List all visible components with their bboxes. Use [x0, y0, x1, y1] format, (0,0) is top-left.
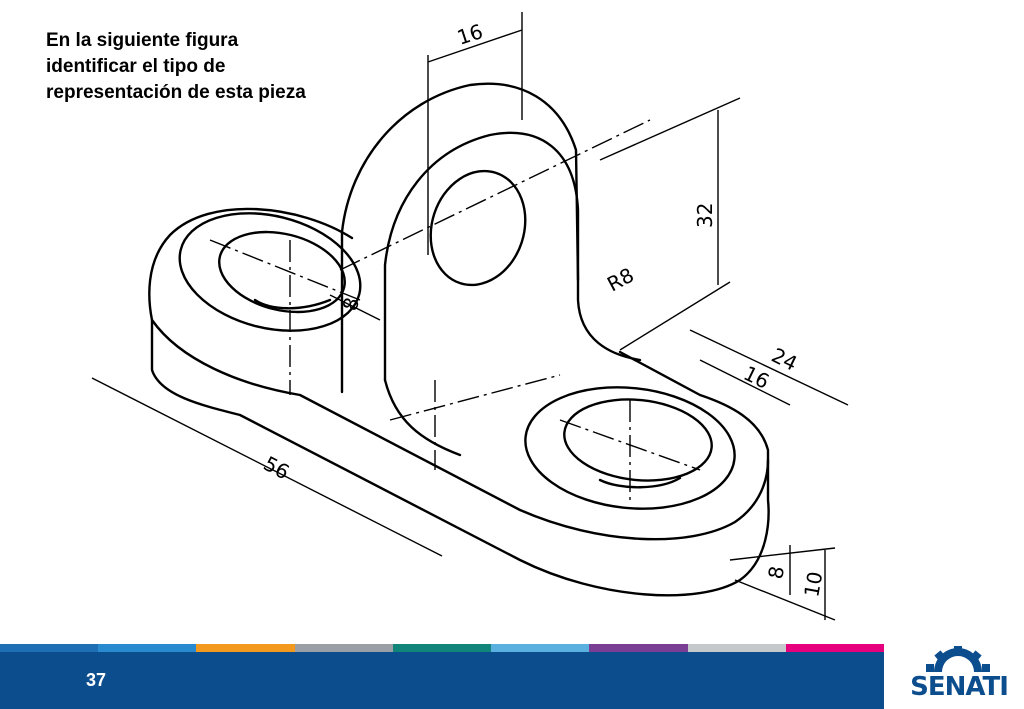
isometric-drawing: 16 32 R8 8 56 24 16 8 10 [91, 12, 849, 621]
web-centerline [389, 374, 561, 421]
dim-16-right-line [699, 359, 791, 406]
dim-8-web: 8 [338, 295, 364, 314]
dim-24: 24 [768, 343, 801, 376]
left-boss-inner [218, 230, 346, 314]
stripe-4 [294, 644, 393, 652]
stripe-6 [491, 644, 590, 652]
right-boss-outer [524, 386, 736, 510]
dim-8-web-line [329, 294, 381, 321]
left-boss-centerline-a [209, 239, 361, 301]
stripe-1 [0, 644, 99, 652]
upright-lug-back [340, 82, 580, 282]
dim-16-top-line [427, 29, 523, 63]
dim-ext-bottom-2 [734, 579, 836, 621]
stripe-9 [785, 644, 884, 652]
dim-32-ext-a [599, 97, 741, 161]
senati-gear-icon [926, 646, 990, 672]
left-hole-lower [253, 298, 332, 310]
base-plate-outline [148, 207, 770, 597]
upright-lug-front [383, 131, 642, 382]
slide-prompt: En la siguiente figura identificar el ti… [46, 28, 346, 106]
right-boss-inner [563, 398, 713, 482]
stripe-8 [687, 644, 786, 652]
left-boss-outer [178, 212, 362, 332]
dim-ext-bottom [729, 547, 836, 561]
dim-16-top: 16 [454, 19, 486, 50]
stripe-7 [589, 644, 688, 652]
base-plate-top-edge [150, 318, 770, 541]
dim-24-line [689, 329, 849, 406]
dim-32-ext-b [619, 281, 731, 351]
stripe-2 [98, 644, 197, 652]
stripe-5 [392, 644, 492, 652]
dim-56: 56 [260, 451, 294, 484]
footer-band [0, 652, 884, 709]
upright-lug-inner [383, 378, 462, 457]
dim-r8: R8 [603, 263, 638, 297]
prompt-line-2: identificar el tipo de [46, 56, 226, 77]
prompt-line-1: En la siguiente figura [46, 30, 239, 51]
dim-10: 10 [799, 570, 827, 599]
dim-8-bottom: 8 [763, 564, 789, 581]
senati-logo-text: SENATI [910, 672, 1009, 702]
stripe-3 [196, 644, 295, 652]
dim-56-line [91, 377, 443, 557]
lug-centerline [339, 119, 651, 271]
lug-hole [429, 169, 527, 287]
right-hole-lower [598, 476, 682, 489]
dim-16-right: 16 [740, 361, 773, 394]
dim-32: 32 [693, 203, 717, 228]
page-number: 37 [86, 670, 107, 690]
prompt-line-3: representación de esta pieza [46, 82, 306, 103]
color-stripe [0, 644, 884, 652]
